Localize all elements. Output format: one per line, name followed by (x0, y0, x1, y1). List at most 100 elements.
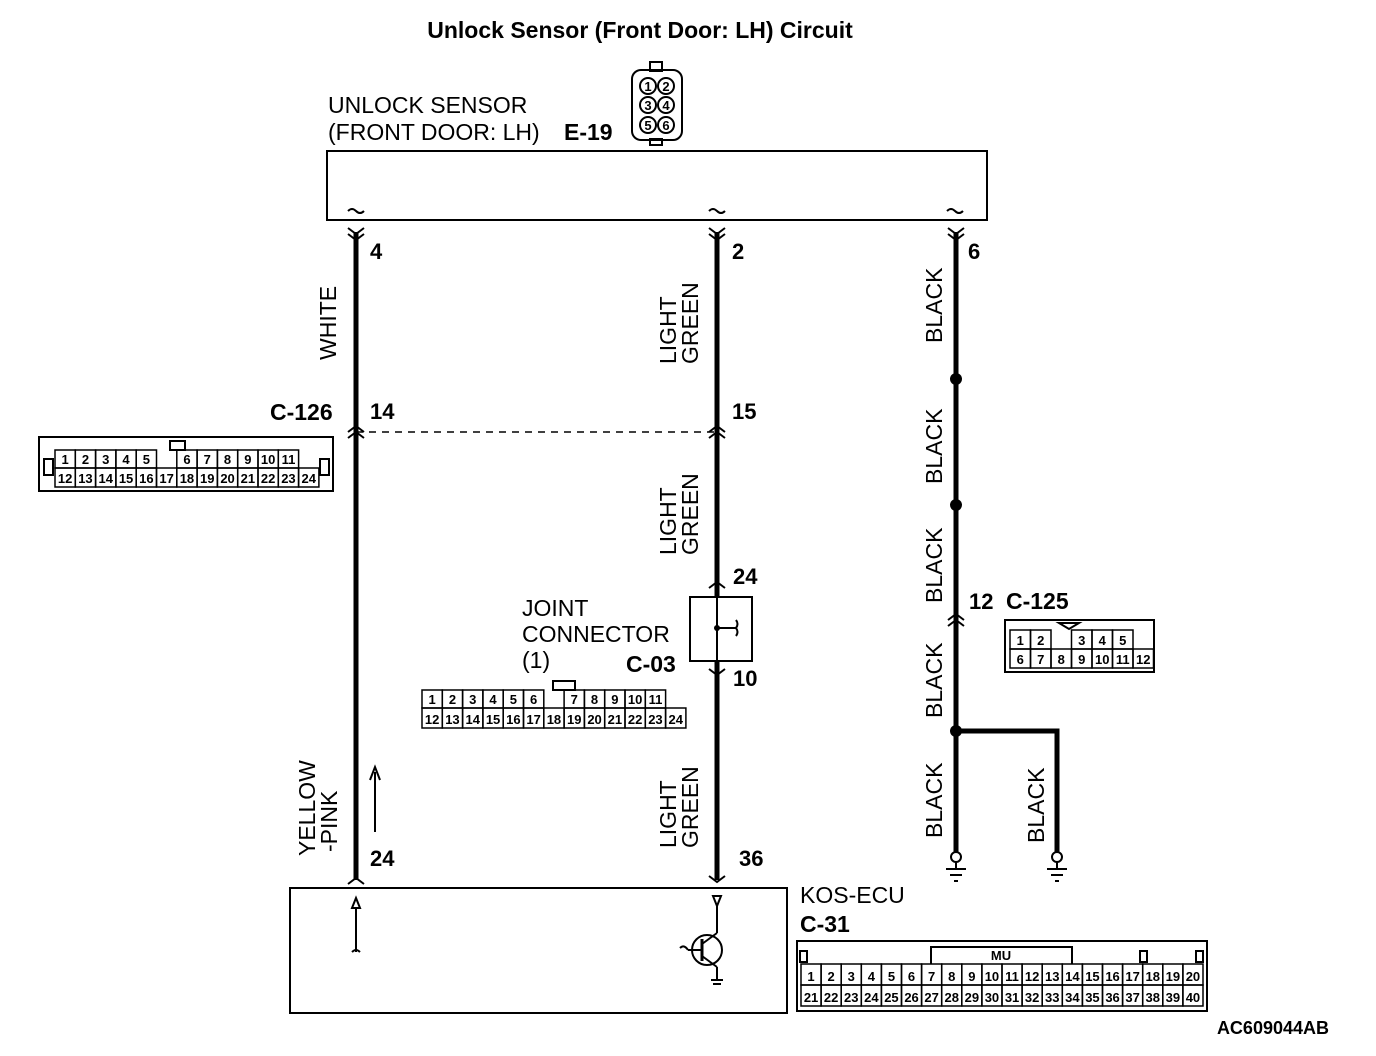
ground-icon (946, 851, 966, 882)
c31-pin-label: 29 (965, 990, 979, 1005)
sensor-pin-3: 3 (644, 98, 651, 113)
splice-point-3 (950, 725, 962, 737)
c126-pin-label: 15 (119, 471, 133, 486)
c31-pin-label: 3 (848, 969, 855, 984)
wire-label-black-5: BLACK (921, 762, 947, 838)
c31-pin-label: 24 (864, 990, 879, 1005)
c125-pin-label: 11 (1116, 652, 1130, 667)
reference-code: AC609044AB (1217, 1018, 1329, 1038)
c03-pin-label: 3 (469, 692, 476, 707)
c126-pin-label: 23 (281, 471, 295, 486)
c125-id: C-125 (1006, 588, 1069, 614)
c03-pin-label: 20 (587, 712, 601, 727)
c126-pin-label: 11 (282, 452, 296, 467)
c31-pin-label: 30 (985, 990, 999, 1005)
c31-pin-label: 13 (1045, 969, 1059, 984)
wire-label-yellow-1: YELLOW (294, 760, 320, 856)
c31-pin-label: 31 (1005, 990, 1019, 1005)
c31-pin-label: 37 (1125, 990, 1139, 1005)
c31-pin-label: 5 (888, 969, 895, 984)
c03-pin-label: 13 (445, 712, 459, 727)
c31-pin-label: 7 (928, 969, 935, 984)
c31-pin-label: 23 (844, 990, 858, 1005)
sensor-wire-mark-black (946, 208, 964, 214)
joint-in-chevron (708, 580, 726, 589)
c31-pin-label: 32 (1025, 990, 1039, 1005)
c03-pin-label: 21 (608, 712, 622, 727)
c31-pin-label: 17 (1125, 969, 1139, 984)
wire-label-black-2: BLACK (921, 408, 947, 484)
joint-label-line3: (1) (522, 647, 550, 673)
pin-c126-15: 15 (732, 399, 756, 424)
ecu-body (289, 887, 788, 1014)
sensor-body (326, 150, 988, 221)
sensor-terminal-chevrons (347, 227, 965, 242)
ecu-terminal-chevron-36 (708, 875, 726, 884)
c31-pin-label: 20 (1186, 969, 1200, 984)
sensor-label-line1: UNLOCK SENSOR (328, 92, 527, 118)
c03-pin-label: 23 (648, 712, 662, 727)
c31-pin-label: 10 (985, 969, 999, 984)
pin-sensor-6: 6 (968, 239, 980, 264)
wire-label-green-bot-2: GREEN (677, 766, 703, 848)
c31-pin-label: 21 (804, 990, 818, 1005)
c126-pin-label: 3 (102, 452, 109, 467)
c126-pin-label: 7 (204, 452, 211, 467)
wire-label-green-top-1: LIGHT (655, 296, 681, 364)
transistor-icon (679, 895, 723, 985)
signal-direction-arrow-icon (369, 764, 381, 832)
joint-connector-box (689, 596, 753, 662)
c125-pin-label: 2 (1037, 633, 1044, 648)
joint-label-line1: JOINT (522, 595, 588, 621)
c31-pin-label: 6 (908, 969, 915, 984)
c126-id: C-126 (270, 399, 333, 425)
c125-pin-label: 12 (1136, 652, 1150, 667)
c31-pin-label: 14 (1065, 969, 1080, 984)
c125-pin-label: 10 (1095, 652, 1109, 667)
ecu-input-symbol-icon (350, 895, 362, 953)
sensor-pin-2: 2 (662, 79, 669, 94)
wire-label-yellow-2: -PINK (316, 790, 342, 852)
c03-pin-label: 6 (530, 692, 537, 707)
c31-pin-label: 16 (1105, 969, 1119, 984)
kos-ecu: KOS-ECU C-31 (289, 882, 905, 1014)
c126-pin-label: 20 (220, 471, 234, 486)
c126-pin-label: 10 (261, 452, 275, 467)
c31-pin-label: 33 (1045, 990, 1059, 1005)
wire-label-black-1: BLACK (921, 267, 947, 343)
ground-icon (1047, 851, 1067, 882)
c31-pin-label: 39 (1166, 990, 1180, 1005)
c03-pin-label: 16 (506, 712, 520, 727)
c126-pin-label: 13 (78, 471, 92, 486)
c126-pin-label: 9 (244, 452, 251, 467)
sensor-label-line2: (FRONT DOOR: LH) (328, 119, 540, 145)
c03-pin-label: 2 (449, 692, 456, 707)
c126-pin-label: 24 (302, 471, 317, 486)
c31-pin-label: 9 (968, 969, 975, 984)
sensor-pin-4: 4 (662, 98, 670, 113)
sensor-pin-6: 6 (662, 118, 669, 133)
wire-label-white: WHITE (315, 286, 341, 360)
c31-pin-label: 22 (824, 990, 838, 1005)
c125-pin-label: 9 (1078, 652, 1085, 667)
c126-pin-label: 19 (200, 471, 214, 486)
c125-pin-label: 6 (1017, 652, 1024, 667)
splice-point-2 (950, 499, 962, 511)
ecu-terminal-chevron-24 (347, 876, 365, 885)
c31-pin-label: 12 (1025, 969, 1039, 984)
c126-inline-marks (347, 424, 726, 439)
ecu-connector-id: C-31 (800, 911, 850, 937)
c125-pin-label: 1 (1017, 633, 1024, 648)
c31-pin-label: 2 (828, 969, 835, 984)
c31-tab-label: MU (991, 948, 1011, 963)
c31-pin-label: 1 (807, 969, 814, 984)
wire-label-black-4: BLACK (921, 642, 947, 718)
c125-inline-chevron (947, 612, 965, 627)
c126-pin-label: 2 (82, 452, 89, 467)
c03-pin-label: 11 (649, 692, 663, 707)
joint-connector: JOINT CONNECTOR (1) C-03 (522, 588, 753, 677)
c03-pin-label: 1 (429, 692, 436, 707)
